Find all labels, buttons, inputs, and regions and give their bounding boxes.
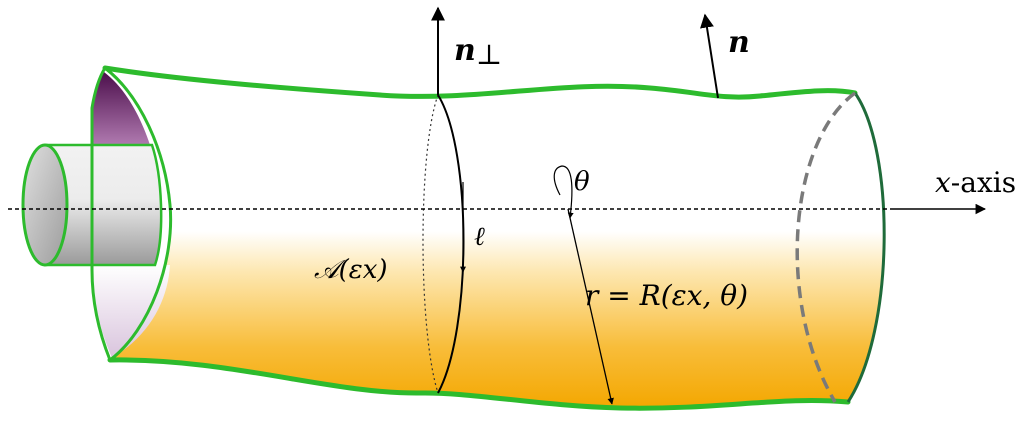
purple-cutout-bottom xyxy=(92,265,170,358)
ell-label: ℓ xyxy=(474,222,485,252)
n-arrow xyxy=(700,13,719,99)
radius-label: r = R(εx, θ) xyxy=(585,279,748,312)
tube-bottom-outline xyxy=(107,357,851,411)
inner-pipe-body xyxy=(43,143,163,267)
inner-pipe-end xyxy=(21,143,69,267)
theta-rotation-arrow xyxy=(553,165,574,219)
tube-opening-outline xyxy=(90,65,173,363)
end-cap-front xyxy=(846,92,886,403)
radius-arrow xyxy=(567,208,614,405)
n-perp-label: n⊥ xyxy=(454,33,502,71)
tube-top-outline xyxy=(102,65,858,100)
n-label: n xyxy=(728,25,750,60)
theta-label: θ xyxy=(574,167,590,197)
tube-body xyxy=(105,68,885,409)
purple-cutout-top xyxy=(92,72,150,145)
area-label: 𝒜(εx) xyxy=(314,255,388,285)
x-axis-label: x-axis xyxy=(935,166,1016,199)
